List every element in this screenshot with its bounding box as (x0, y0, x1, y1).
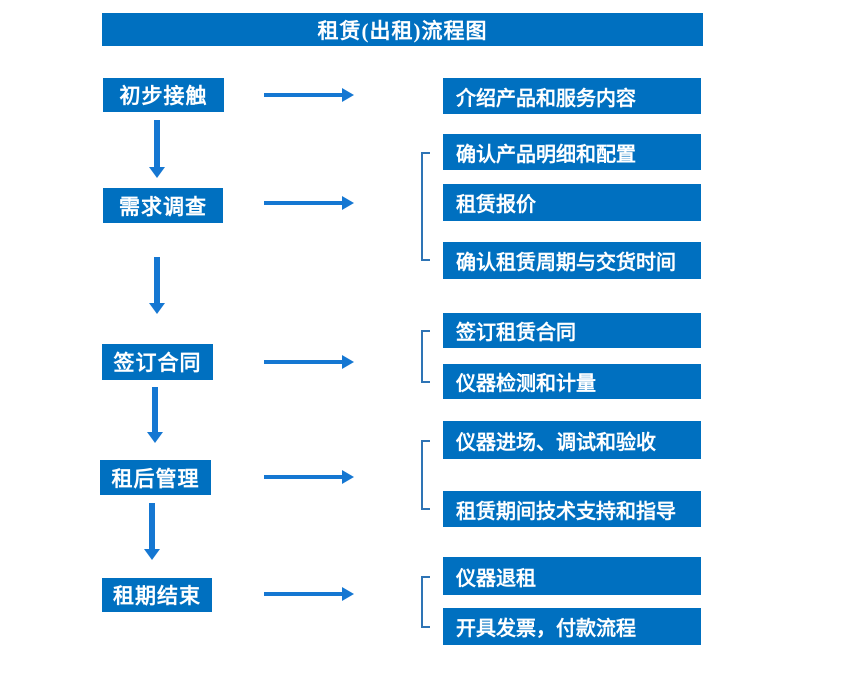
bracket-connector (421, 576, 430, 628)
bracket-connector (421, 330, 430, 383)
detail-box-confirm-product-config: 确认产品明细和配置 (443, 134, 701, 170)
right-arrow-stem (264, 360, 343, 364)
down-arrow-head (144, 549, 160, 560)
down-arrow-icon (149, 257, 165, 314)
down-arrow-head (149, 303, 165, 314)
down-arrow-head (149, 167, 165, 178)
bracket-connector (421, 440, 430, 510)
right-arrow-icon (264, 196, 354, 210)
detail-box-confirm-period-delivery: 确认租赁周期与交货时间 (443, 242, 701, 279)
flowchart-title: 租赁(出租)流程图 (102, 13, 703, 46)
down-arrow-stem (154, 257, 160, 304)
right-arrow-stem (264, 475, 343, 479)
down-arrow-icon (149, 120, 165, 178)
right-arrow-icon (264, 88, 354, 102)
detail-box-sign-rental-contract: 签订租赁合同 (443, 313, 701, 348)
detail-box-introduce-products: 介绍产品和服务内容 (443, 78, 701, 114)
right-arrow-icon (264, 470, 354, 484)
down-arrow-head (147, 432, 163, 443)
step-box-demand-survey: 需求调查 (103, 188, 223, 223)
detail-box-technical-support: 租赁期间技术支持和指导 (443, 491, 701, 527)
step-box-rental-end: 租期结束 (102, 578, 212, 612)
down-arrow-stem (152, 387, 158, 433)
right-arrow-stem (264, 93, 343, 97)
down-arrow-stem (149, 503, 155, 550)
right-arrow-head (342, 88, 354, 102)
right-arrow-stem (264, 592, 343, 596)
bracket-connector (421, 152, 430, 261)
right-arrow-head (342, 196, 354, 210)
step-box-sign-contract: 签订合同 (102, 344, 213, 380)
right-arrow-icon (264, 355, 354, 369)
detail-box-rental-quote: 租赁报价 (443, 184, 701, 221)
down-arrow-icon (144, 503, 160, 560)
right-arrow-head (342, 355, 354, 369)
right-arrow-head (342, 587, 354, 601)
right-arrow-icon (264, 587, 354, 601)
step-box-initial-contact: 初步接触 (103, 78, 224, 112)
down-arrow-icon (147, 387, 163, 443)
right-arrow-head (342, 470, 354, 484)
detail-box-invoice-payment: 开具发票，付款流程 (443, 608, 701, 645)
detail-box-instrument-setup-acceptance: 仪器进场、调试和验收 (443, 421, 701, 459)
down-arrow-stem (154, 120, 160, 168)
right-arrow-stem (264, 201, 343, 205)
step-box-post-rental-management: 租后管理 (100, 460, 211, 495)
detail-box-instrument-inspection: 仪器检测和计量 (443, 364, 701, 399)
detail-box-instrument-return: 仪器退租 (443, 557, 701, 595)
